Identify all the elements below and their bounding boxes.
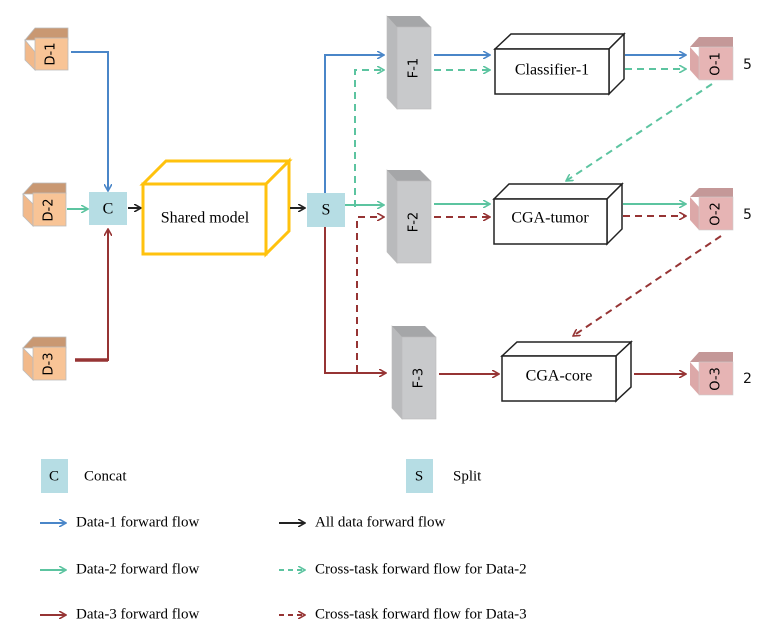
head-label: CGA-core — [526, 368, 593, 385]
output-cube-o2: O-2 — [690, 188, 734, 231]
legend-all-label: All data forward flow — [315, 514, 446, 530]
head-label: CGA-tumor — [511, 210, 589, 227]
feature-label: F-2 — [407, 212, 422, 232]
concat-label: C — [103, 201, 114, 218]
cross-task-data2-arrow — [354, 70, 384, 207]
feature-label: F-3 — [412, 368, 427, 388]
feature-label: F-1 — [407, 58, 422, 78]
svg-text:C: C — [49, 468, 59, 484]
legend-split-swatch — [406, 459, 433, 493]
legend-cross2-label: Cross-task forward flow for Data-2 — [315, 561, 527, 577]
input-cube-d1: D-1 — [24, 27, 69, 71]
cross-task-data3-arrow — [356, 217, 384, 372]
output-label: O-2 — [709, 202, 724, 226]
legend-split-label: Split — [453, 468, 482, 484]
split-box: S — [307, 193, 345, 227]
shared-model-block: Shared model — [139, 157, 293, 258]
legend-data1-label: Data-1 forward flow — [76, 514, 199, 530]
input-cube-d3: D-3 — [22, 336, 67, 381]
output-cube-o3: O-3 — [690, 352, 734, 396]
data3-flow-arrow — [324, 227, 386, 373]
head-block-cga-tumor: CGA-tumor — [492, 182, 624, 246]
split-label: S — [322, 202, 331, 219]
data3-flow-arrow — [75, 229, 108, 361]
legend: C Concat S Split Data-1 forward flow All… — [40, 459, 527, 622]
legend-concat-swatch — [41, 459, 68, 493]
output-count: 5 — [743, 57, 752, 73]
output-label: O-1 — [709, 52, 724, 76]
legend-concat-label: Concat — [84, 468, 127, 484]
head-label: Classifier-1 — [515, 62, 589, 79]
input-label: D-1 — [44, 43, 59, 66]
legend-data3-label: Data-3 forward flow — [76, 606, 199, 622]
output-count: 5 — [743, 207, 752, 223]
output-count: 2 — [743, 371, 752, 387]
feature-block-f3: F-3 — [391, 325, 437, 420]
output-cube-o1: O-1 — [690, 37, 734, 81]
input-label: D-2 — [42, 199, 57, 222]
cross-task-data2-arrow — [566, 83, 713, 181]
head-block-classifier: Classifier-1 — [493, 32, 626, 96]
svg-text:S: S — [415, 468, 423, 484]
legend-data2-label: Data-2 forward flow — [76, 561, 199, 577]
data1-flow-arrow — [71, 51, 108, 191]
output-label: O-3 — [709, 367, 724, 391]
feature-block-f1: F-1 — [386, 15, 432, 110]
input-cube-d2: D-2 — [22, 182, 67, 227]
input-label: D-3 — [42, 353, 57, 376]
shared-model-label: Shared model — [161, 210, 250, 227]
head-block-cga-core: CGA-core — [500, 340, 633, 403]
feature-block-f2: F-2 — [386, 169, 432, 264]
legend-cross3-label: Cross-task forward flow for Data-3 — [315, 606, 527, 622]
concat-box: C — [89, 192, 127, 225]
cross-task-data3-arrow — [573, 235, 722, 336]
data1-flow-arrow — [324, 55, 384, 193]
